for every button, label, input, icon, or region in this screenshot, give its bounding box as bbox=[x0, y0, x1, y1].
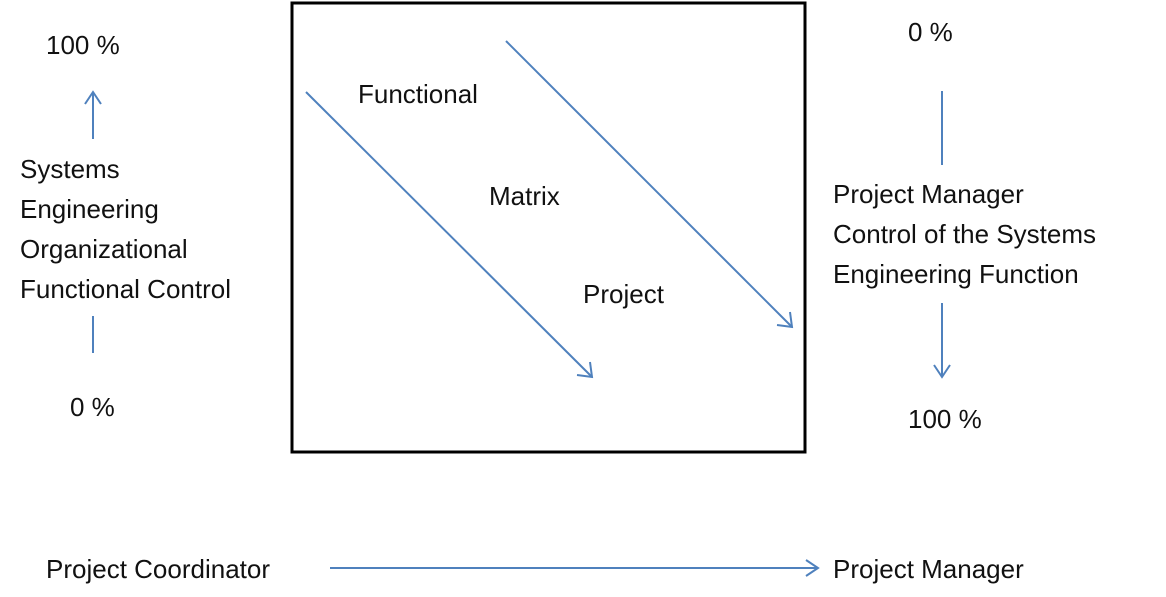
left-caption-line: Systems bbox=[20, 154, 120, 184]
right-caption: Project Manager Control of the Systems E… bbox=[833, 174, 1096, 294]
diagonal-arrow-upper bbox=[505, 40, 794, 329]
matrix-label: Matrix bbox=[489, 181, 560, 211]
right-caption-line: Project Manager bbox=[833, 179, 1024, 209]
organization-spectrum-box bbox=[290, 1, 807, 454]
left-bottom-percent: 0 % bbox=[70, 392, 115, 422]
left-caption-line: Functional Control bbox=[20, 274, 231, 304]
bottom-horizontal-arrow bbox=[330, 559, 820, 577]
left-top-percent: 100 % bbox=[46, 30, 120, 60]
diagonal-arrow-lower bbox=[305, 91, 594, 379]
bottom-start-label: Project Coordinator bbox=[46, 554, 270, 584]
right-down-arrow bbox=[933, 303, 951, 379]
left-caption-line: Engineering bbox=[20, 194, 159, 224]
left-caption-line: Organizational bbox=[20, 234, 188, 264]
left-up-arrow bbox=[84, 90, 102, 139]
right-caption-line: Control of the Systems bbox=[833, 219, 1096, 249]
right-caption-line: Engineering Function bbox=[833, 259, 1079, 289]
left-caption: Systems Engineering Organizational Funct… bbox=[20, 149, 231, 309]
bottom-end-label: Project Manager bbox=[833, 554, 1024, 584]
project-label: Project bbox=[583, 279, 664, 309]
functional-label: Functional bbox=[358, 79, 478, 109]
right-bottom-percent: 100 % bbox=[908, 404, 982, 434]
right-top-percent: 0 % bbox=[908, 17, 953, 47]
